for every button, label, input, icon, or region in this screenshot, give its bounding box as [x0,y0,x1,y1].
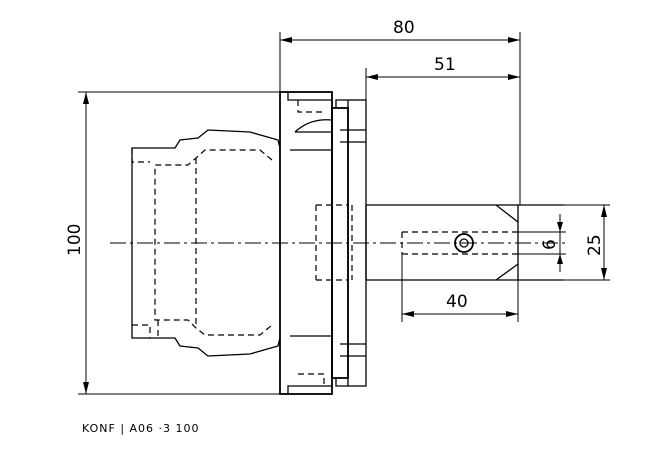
dim-label-overall-length: 80 [393,18,415,38]
dim-tool-diameter [564,204,610,281]
dim-shank-length [365,68,520,100]
dim-tool-length [401,254,519,322]
hollow-shank-body [131,129,281,357]
tool-tip [495,204,564,281]
dim-label-pin-diameter: 6 [540,239,560,250]
holder-extension [365,204,518,281]
dim-flange-diameter [78,91,280,395]
dim-label-flange-diameter: 100 [65,224,85,256]
dim-overall-length [279,32,521,205]
collar [331,99,367,387]
dim-label-tool-diameter: 25 [585,234,605,256]
dim-label-tool-length: 40 [446,292,468,312]
dim-pin-diameter [518,214,566,272]
part-number: KONF | A06 ·3 100 [82,422,200,435]
dim-label-shank-length: 51 [434,55,456,75]
